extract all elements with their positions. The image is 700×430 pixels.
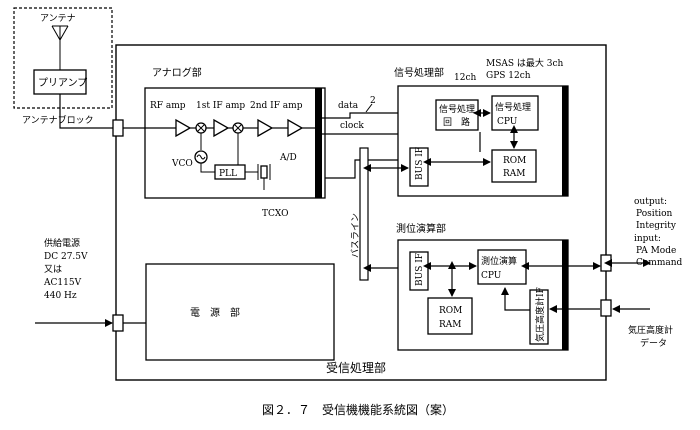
baro-if-label: 気圧高度計IF bbox=[534, 287, 546, 342]
signal-bus-if-label: BUS IF bbox=[415, 147, 425, 180]
baro-input-text: 気圧高度計 データ bbox=[628, 324, 673, 349]
signal-ch-label: 12ch bbox=[454, 73, 476, 83]
analog-label: アナログ部 bbox=[152, 66, 202, 79]
if2-amp-triangle-b bbox=[287, 118, 304, 138]
pos-cpu-label-2: CPU bbox=[481, 271, 502, 281]
signal-cpu-box bbox=[491, 95, 539, 131]
power-unit-box bbox=[145, 263, 335, 361]
svg-text:供給電源: 供給電源 bbox=[44, 237, 80, 249]
output-connector bbox=[600, 254, 612, 272]
tcxo-crystal-icon bbox=[257, 164, 271, 190]
power-input-connector bbox=[112, 314, 124, 332]
rf-amp-triangle bbox=[175, 118, 192, 138]
signal-cpu-label-1: 信号処理 bbox=[495, 101, 531, 113]
preamp-label: プリアンプ bbox=[38, 77, 87, 89]
baro-input-connector bbox=[600, 299, 612, 317]
antenna-label: アンテナ bbox=[40, 13, 76, 24]
signal-bus-if-box bbox=[409, 147, 429, 187]
tcxo-label: TCXO bbox=[262, 209, 289, 219]
svg-text:Position: Position bbox=[636, 209, 673, 219]
signal-processing-section: 信号処理部 12ch MSAS は最大 3ch GPS 12ch 信号処理 回 … bbox=[394, 57, 569, 197]
preamp-to-receiver-line bbox=[59, 94, 116, 129]
analog-section: アナログ部 RF amp 1st IF amp 2nd IF amp VCO P bbox=[123, 66, 326, 219]
analog-shield-bar bbox=[315, 88, 322, 198]
power-unit-label: 電 源 部 bbox=[190, 306, 240, 319]
baro-if-box bbox=[529, 289, 549, 345]
preamp-box bbox=[33, 69, 87, 95]
power-section: 電 源 部 bbox=[35, 263, 335, 361]
pos-cpu-label-1: 測位演算 bbox=[481, 255, 517, 267]
pos-rom-label: ROM bbox=[439, 306, 462, 316]
pos-ram-label: RAM bbox=[439, 320, 462, 330]
power-supply-text: 供給電源 DC 27.5V 又は AC115V 440 Hz bbox=[43, 237, 88, 301]
svg-text:Command: Command bbox=[636, 258, 683, 268]
if1-amp-triangle bbox=[213, 118, 230, 138]
data-label: data bbox=[338, 101, 359, 111]
pll-label: PLL bbox=[219, 169, 237, 179]
antenna-block-label: アンテナブロック bbox=[22, 114, 94, 126]
antenna-icon bbox=[51, 25, 69, 70]
signal-circuit-label-1: 信号処理 bbox=[439, 103, 475, 115]
clock-label: clock bbox=[340, 121, 364, 131]
receiver-unit-label: 受信処理部 bbox=[326, 360, 386, 375]
pos-bus-if-label: BUS IF bbox=[415, 253, 425, 286]
ad-label: A/D bbox=[279, 153, 297, 163]
signal-circuit-label-2: 回 路 bbox=[443, 116, 470, 128]
pos-unit-label: 測位演算部 bbox=[396, 222, 446, 235]
signal-unit-label: 信号処理部 bbox=[394, 66, 444, 79]
svg-text:データ: データ bbox=[640, 337, 667, 349]
output-text: output: Position Integrity input: PA Mod… bbox=[634, 197, 683, 268]
svg-text:DC 27.5V: DC 27.5V bbox=[44, 252, 88, 262]
gps-label: GPS 12ch bbox=[486, 71, 531, 81]
pos-cpu-box bbox=[477, 249, 527, 285]
svg-text:又は: 又は bbox=[44, 264, 62, 275]
data-width-label: 2 bbox=[370, 96, 376, 106]
pos-rom-ram-box bbox=[427, 297, 473, 335]
svg-text:AC115V: AC115V bbox=[43, 278, 82, 288]
if2-amp-triangle-a bbox=[257, 118, 274, 138]
positioning-section: 測位演算部 BUS IF 測位演算 CPU ROM RAM 気圧高度計IF bbox=[396, 222, 569, 351]
svg-text:output:: output: bbox=[634, 197, 667, 207]
tcxo-feed-line bbox=[325, 156, 411, 179]
svg-text:PA Mode: PA Mode bbox=[636, 246, 676, 256]
rf-input-connector bbox=[112, 119, 124, 137]
if2-amp-label: 2nd IF amp bbox=[250, 101, 303, 111]
signal-ram-label: RAM bbox=[503, 169, 526, 179]
msas-label: MSAS は最大 3ch bbox=[486, 57, 564, 69]
figure-caption: 図２．７ 受信機機能系統図（案） bbox=[262, 402, 454, 417]
receiver-unit-box bbox=[115, 44, 607, 381]
svg-text:気圧高度計: 気圧高度計 bbox=[628, 324, 673, 336]
bus-line-label: バスライン bbox=[350, 213, 361, 258]
signal-cpu-label-2: CPU bbox=[497, 117, 518, 127]
svg-text:Integrity: Integrity bbox=[636, 221, 677, 231]
antenna-block: アンテナ プリアンプ アンテナブロック bbox=[13, 7, 113, 126]
clock-line bbox=[322, 122, 411, 135]
if1-amp-label: 1st IF amp bbox=[196, 101, 245, 111]
pos-bus-if-box bbox=[409, 251, 429, 291]
svg-text:input:: input: bbox=[634, 234, 661, 244]
rf-amp-label: RF amp bbox=[150, 101, 186, 111]
vco-label: VCO bbox=[171, 159, 193, 169]
signal-rom-ram-box bbox=[491, 149, 537, 183]
signal-rom-label: ROM bbox=[503, 156, 526, 166]
data-line bbox=[322, 109, 411, 119]
svg-text:440 Hz: 440 Hz bbox=[44, 291, 77, 301]
